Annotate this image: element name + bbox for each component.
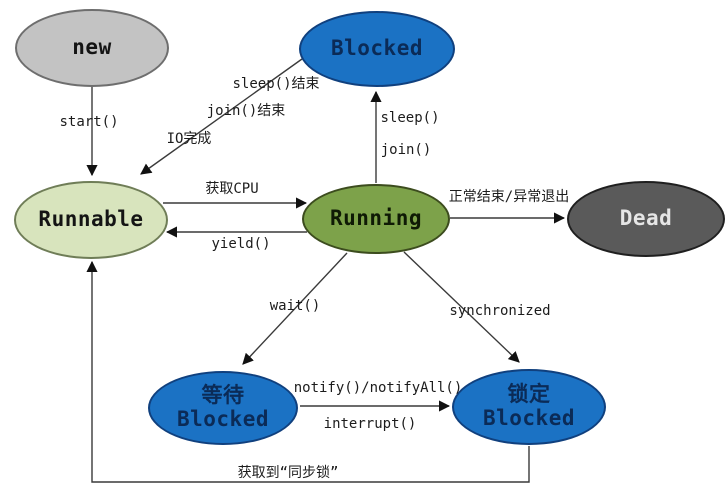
state-wait-blocked: 等待 Blocked: [148, 371, 298, 445]
edge-label-io-done: IO完成: [166, 131, 212, 147]
edge-label-wait: wait(): [269, 298, 321, 314]
state-new-label: new: [72, 35, 112, 60]
edge-label-acquire-lock: 获取到“同步锁”: [237, 465, 339, 481]
edge-label-sleep-end: sleep()结束: [232, 76, 320, 92]
edge-label-synchronized: synchronized: [449, 303, 551, 319]
arrow-running-to-wait-blocked: [242, 252, 348, 365]
state-wait-blocked-label-en: Blocked: [176, 407, 269, 431]
state-lock-blocked-label-en: Blocked: [482, 406, 575, 430]
edge-label-notify: notify()/notifyAll(): [293, 380, 463, 396]
arrow-running-to-lock-blocked: [403, 251, 520, 363]
edge-label-normal-exit: 正常结束/异常退出: [448, 189, 570, 205]
edge-label-start: start(): [59, 114, 119, 130]
state-runnable: Runnable: [14, 181, 168, 259]
state-dead: Dead: [567, 181, 725, 257]
arrow-blocked-to-runnable: [140, 58, 303, 175]
state-dead-label: Dead: [619, 206, 673, 231]
state-blocked: Blocked: [299, 11, 455, 87]
state-running-label: Running: [329, 206, 422, 231]
edge-label-yield: yield(): [211, 236, 271, 252]
edge-label-interrupt: interrupt(): [323, 416, 417, 432]
edge-label-join-end: join()结束: [206, 103, 286, 119]
state-running: Running: [302, 184, 450, 254]
state-new: new: [15, 9, 169, 87]
state-lock-blocked: 锁定 Blocked: [452, 369, 606, 445]
edge-label-sleep: sleep(): [380, 110, 440, 126]
state-lock-blocked-label-cn: 锁定: [507, 382, 551, 407]
state-blocked-label: Blocked: [330, 36, 423, 61]
state-runnable-label: Runnable: [38, 207, 144, 232]
edge-label-acquire-cpu: 获取CPU: [205, 181, 259, 197]
edge-label-join: join(): [380, 142, 432, 158]
arrow-lock-blocked-to-runnable: [86, 260, 530, 483]
state-wait-blocked-label-cn: 等待: [201, 383, 245, 408]
